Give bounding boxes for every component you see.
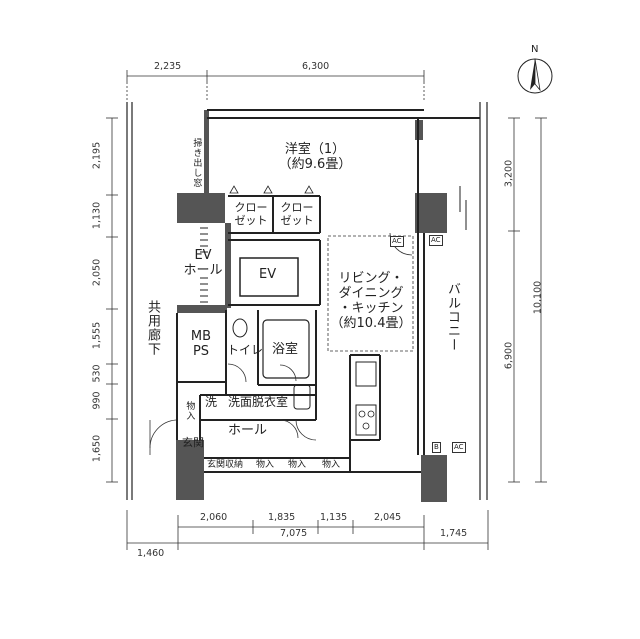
ldk-ceiling-outline xyxy=(327,235,414,352)
right-dimension-lines xyxy=(508,117,547,483)
mbps-label: MB PS xyxy=(182,329,220,360)
stove-burners xyxy=(358,410,375,430)
ev-hall-hatch xyxy=(200,227,208,303)
compass-north-label: N xyxy=(531,44,539,55)
sweep-window-label: 掃き出し窓 xyxy=(191,138,202,188)
bottom-dimension-lines xyxy=(126,510,489,550)
closet-1-label: クロー ゼット xyxy=(230,201,272,227)
outlet-markers xyxy=(229,185,314,194)
interior-door-swings xyxy=(227,232,413,441)
balcony-partition-marks xyxy=(459,186,467,230)
dim-top-2: 6,300 xyxy=(302,61,330,72)
closet-2-line2: ゼット xyxy=(280,213,314,227)
dim-left-4: 1,555 xyxy=(91,321,103,350)
western-room-size: （約9.6畳） xyxy=(278,156,352,172)
dim-left-7: 1,650 xyxy=(91,434,103,463)
balcony-rail-lines xyxy=(479,102,488,500)
ldk-line2: ダイニング xyxy=(338,285,404,301)
corridor-wall-lines xyxy=(126,102,133,500)
dim-left-6: 990 xyxy=(91,391,103,410)
western-room-name: 洋室（1） xyxy=(284,142,346,157)
balcony-label: バルコニー xyxy=(444,282,460,352)
dim-bottom-6: 7,075 xyxy=(280,528,308,539)
ev-hall-line2: ホール xyxy=(183,262,223,278)
closet-1-line1: クロー xyxy=(234,201,268,214)
dim-top-1: 2,235 xyxy=(154,61,182,72)
ac-tag-lower: AC xyxy=(452,442,466,453)
storage-3-label: 物入 xyxy=(322,460,341,470)
hall-label: ホール xyxy=(228,423,268,438)
bath-label: 浴室 xyxy=(272,342,299,357)
wash-basin xyxy=(293,384,311,410)
kitchen-sink xyxy=(355,361,377,387)
toilet-label: トイレ xyxy=(227,343,264,357)
ac-tag-ldk: AC xyxy=(390,236,404,247)
closet-2-label: クロー ゼット xyxy=(276,201,318,227)
dim-bottom-7: 1,745 xyxy=(440,528,468,539)
washroom-label: 洗面脱衣室 xyxy=(228,395,289,409)
dim-right-2: 6,900 xyxy=(503,341,515,370)
ldk-line1: リビング・ xyxy=(338,271,404,286)
bathtub xyxy=(262,319,310,379)
mbps-line1: MB xyxy=(190,329,212,344)
ev-hall-label: EV ホール xyxy=(180,248,226,279)
elevator-shaft xyxy=(239,257,299,297)
mbps-line2: PS xyxy=(192,343,210,359)
left-dimension-lines xyxy=(106,117,118,483)
dim-bottom-1: 2,060 xyxy=(200,512,228,523)
dim-left-5: 530 xyxy=(91,364,103,383)
corridor-label: 共用廊下 xyxy=(144,300,160,356)
structural-walls xyxy=(176,110,447,502)
ldk-line4: （約10.4畳） xyxy=(330,315,412,331)
storage-1-label: 物入 xyxy=(256,460,275,470)
entrance-storage-small-label: 物入 xyxy=(184,401,195,421)
dim-left-3: 2,050 xyxy=(91,258,103,287)
top-dimension-lines xyxy=(126,70,425,102)
wash-label: 洗 xyxy=(205,395,218,409)
ldk-line3: ・キッチン xyxy=(338,300,404,316)
dim-right-total: 10,100 xyxy=(532,280,544,315)
ldk-label: リビング・ ダイニング ・キッチン （約10.4畳） xyxy=(330,271,412,332)
b-tag: B xyxy=(432,442,441,453)
entrance-label: 玄関 xyxy=(182,436,204,449)
north-compass xyxy=(517,58,553,94)
ac-tag-balcony: AC xyxy=(429,235,443,246)
dim-bottom-2: 1,835 xyxy=(268,512,296,523)
closet-1-line2: ゼット xyxy=(234,213,268,227)
dim-left-2: 1,130 xyxy=(91,201,103,230)
storage-2-label: 物入 xyxy=(288,460,307,470)
entrance-shoe-storage-label: 玄関収納 xyxy=(207,460,244,470)
ev-label: EV xyxy=(259,267,277,282)
kitchen-stove xyxy=(355,404,377,436)
dim-right-1: 3,200 xyxy=(503,159,515,188)
dim-bottom-3: 1,135 xyxy=(320,512,348,523)
dim-bottom-5: 1,460 xyxy=(137,548,165,559)
western-room-label: 洋室（1） （約9.6畳） xyxy=(275,142,355,173)
partition-walls xyxy=(176,109,480,473)
closet-2-line1: クロー xyxy=(280,201,314,214)
dim-left-1: 2,195 xyxy=(91,141,103,170)
dim-bottom-4: 2,045 xyxy=(374,512,402,523)
toilet-fixture xyxy=(232,318,248,338)
ev-hall-line1: EV xyxy=(194,248,212,263)
entrance-door-swing xyxy=(149,419,177,449)
